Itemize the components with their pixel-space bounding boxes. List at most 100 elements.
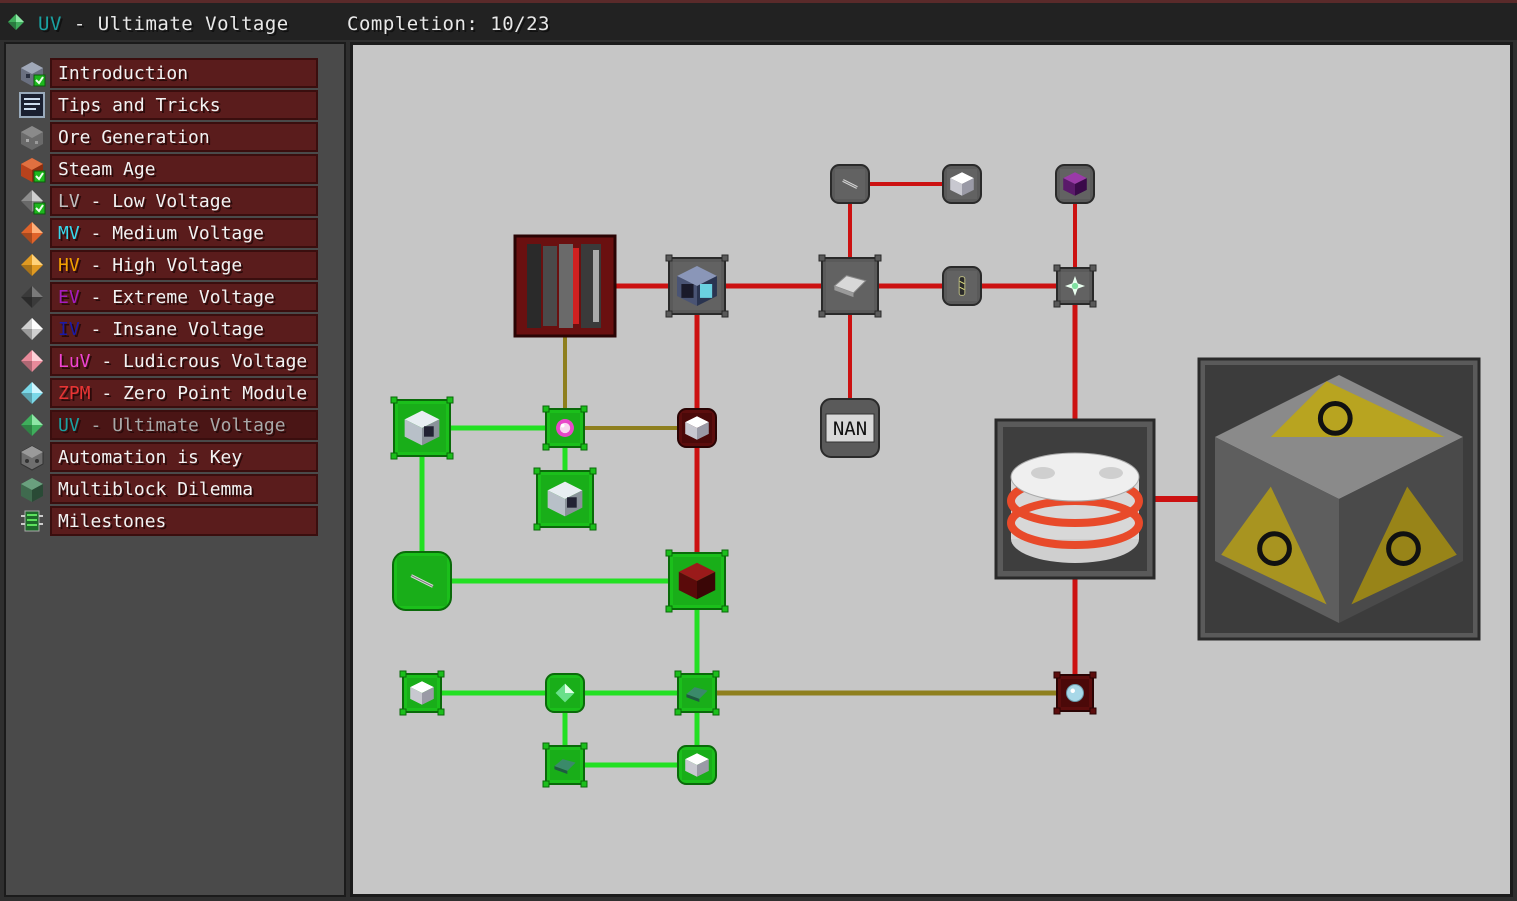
- sidebar-chapter-label: Ore Generation: [58, 127, 210, 148]
- chapter-prefix: UV: [38, 13, 62, 35]
- chapter-name: - Extreme Voltage: [79, 287, 275, 308]
- sidebar-chapter-label: EV - Extreme Voltage: [58, 287, 275, 308]
- gem-white-icon: [18, 315, 46, 343]
- sidebar-chapter-item[interactable]: MV - Medium Voltage: [50, 218, 318, 248]
- sidebar-chapter-item[interactable]: IV - Insane Voltage: [50, 314, 318, 344]
- sidebar-chapter-label: Automation is Key: [58, 447, 242, 468]
- chapter-title-text: - Ultimate Voltage: [61, 13, 289, 35]
- quest-node-green-ingot[interactable]: [674, 670, 720, 716]
- voltage-tier-prefix: IV: [58, 319, 80, 340]
- sidebar-chapter-label: LuV - Ludicrous Voltage: [58, 351, 307, 372]
- quest-node-computer[interactable]: [665, 254, 729, 318]
- circuit-icon: [18, 507, 46, 535]
- nan-label: NAN: [833, 418, 867, 440]
- chapter-name: Tips and Tricks: [58, 95, 221, 116]
- sidebar-chapter-label: Multiblock Dilemma: [58, 479, 253, 500]
- chapter-name: Multiblock Dilemma: [58, 479, 254, 500]
- sidebar-chapter-item[interactable]: Tips and Tricks: [50, 90, 318, 120]
- quest-node-cube-small[interactable]: [399, 670, 445, 716]
- sidebar-chapter-item[interactable]: Multiblock Dilemma: [50, 474, 318, 504]
- sidebar-chapter-label: Milestones: [58, 511, 166, 532]
- quest-node-hull-2[interactable]: [533, 467, 597, 531]
- sidebar-chapter-label: LV - Low Voltage: [58, 191, 231, 212]
- quest-node-cube-complete[interactable]: [677, 745, 717, 785]
- chapter-name: - Zero Point Module: [90, 383, 308, 404]
- gem-amber-icon: [18, 251, 46, 279]
- chapter-name: Steam Age: [58, 159, 156, 180]
- sidebar-chapter-item[interactable]: Milestones: [50, 506, 318, 536]
- sidebar-chapter-label: UV - Ultimate Voltage: [58, 415, 286, 436]
- chapter-name: Introduction: [58, 63, 189, 84]
- sidebar-chapter-item[interactable]: Steam Age: [50, 154, 318, 184]
- chapter-name: Ore Generation: [58, 127, 210, 148]
- chapter-name: - Ludicrous Voltage: [90, 351, 308, 372]
- sidebar-chapter-item[interactable]: Ore Generation: [50, 122, 318, 152]
- quest-node-coil[interactable]: [942, 266, 982, 306]
- sidebar-chapter-item[interactable]: EV - Extreme Voltage: [50, 282, 318, 312]
- sidebar-chapter-item[interactable]: Introduction: [50, 58, 318, 88]
- sidebar-chapter-item[interactable]: ZPM - Zero Point Module: [50, 378, 318, 408]
- sidebar-chapter-label: Introduction: [58, 63, 188, 84]
- gem-dark-icon: [18, 283, 46, 311]
- ore-block-icon: [18, 123, 46, 151]
- chapter-name: - Low Voltage: [79, 191, 232, 212]
- completion-counter: Completion: 10/23: [347, 13, 550, 35]
- gem-green-icon: [18, 411, 46, 439]
- sidebar-chapter-item[interactable]: LV - Low Voltage: [50, 186, 318, 216]
- voltage-tier-prefix: UV: [58, 415, 80, 436]
- voltage-tier-prefix: HV: [58, 255, 80, 276]
- sidebar-chapter-item[interactable]: UV - Ultimate Voltage: [50, 410, 318, 440]
- chapter-name: Milestones: [58, 511, 167, 532]
- quest-node-pink-orb[interactable]: [542, 405, 588, 451]
- sidebar-chapter-item[interactable]: Automation is Key: [50, 442, 318, 472]
- gem-green-icon: [8, 14, 24, 30]
- chapter-name: - High Voltage: [79, 255, 243, 276]
- chapter-name: - Ultimate Voltage: [79, 415, 286, 436]
- chapter-name: Automation is Key: [58, 447, 243, 468]
- quest-node-fusion-casing[interactable]: [1197, 357, 1481, 641]
- sidebar-chapter-item[interactable]: HV - High Voltage: [50, 250, 318, 280]
- quest-node-cube-locked[interactable]: [677, 408, 717, 448]
- quest-canvas[interactable]: NAN: [350, 42, 1513, 897]
- voltage-tier-prefix: LV: [58, 191, 80, 212]
- quest-node-green-gem[interactable]: [545, 673, 585, 713]
- voltage-tier-prefix: LuV: [58, 351, 91, 372]
- sidebar-chapter-label: Steam Age: [58, 159, 156, 180]
- quest-node-green-ingot-2[interactable]: [542, 742, 588, 788]
- sidebar-chapter-label: Tips and Tricks: [58, 95, 221, 116]
- quest-node-energy-disc[interactable]: [994, 418, 1156, 580]
- quest-node-machine-hull[interactable]: [390, 396, 454, 460]
- quest-node-nan[interactable]: NAN: [820, 398, 880, 458]
- quest-node-rod[interactable]: [830, 164, 870, 204]
- sidebar-chapter-label: IV - Insane Voltage: [58, 319, 264, 340]
- gem-cyan-icon: [18, 379, 46, 407]
- gem-pink-icon: [18, 347, 46, 375]
- sidebar-chapter-label: HV - High Voltage: [58, 255, 242, 276]
- chapter-header: UV - Ultimate Voltage Completion: 10/23: [0, 0, 1517, 40]
- quest-node-glass-orb[interactable]: [1053, 671, 1097, 715]
- voltage-tier-prefix: MV: [58, 223, 80, 244]
- gem-gray-checked-icon: [18, 187, 46, 215]
- quest-node-purple-block[interactable]: [1055, 164, 1095, 204]
- crate-checked-icon: [18, 59, 46, 87]
- quest-node-turbine[interactable]: [513, 234, 617, 338]
- quest-node-sparkle[interactable]: [1053, 264, 1097, 308]
- machine-casing-icon: [18, 443, 46, 471]
- sidebar-chapter-item[interactable]: LuV - Ludicrous Voltage: [50, 346, 318, 376]
- quest-node-cube[interactable]: [942, 164, 982, 204]
- chapter-title: UV - Ultimate Voltage: [38, 13, 289, 35]
- quest-graph: NAN: [390, 164, 1481, 788]
- quest-node-rod-complete[interactable]: [392, 551, 452, 611]
- sidebar-chapter-label: MV - Medium Voltage: [58, 223, 264, 244]
- multiblock-icon: [18, 475, 46, 503]
- quest-node-plate[interactable]: [818, 254, 882, 318]
- voltage-tier-prefix: ZPM: [58, 383, 91, 404]
- chapter-name: - Insane Voltage: [79, 319, 264, 340]
- voltage-tier-prefix: EV: [58, 287, 80, 308]
- steam-block-checked-icon: [18, 155, 46, 183]
- notebook-icon: [18, 91, 46, 119]
- gem-orange-icon: [18, 219, 46, 247]
- quest-node-red-block[interactable]: [665, 549, 729, 613]
